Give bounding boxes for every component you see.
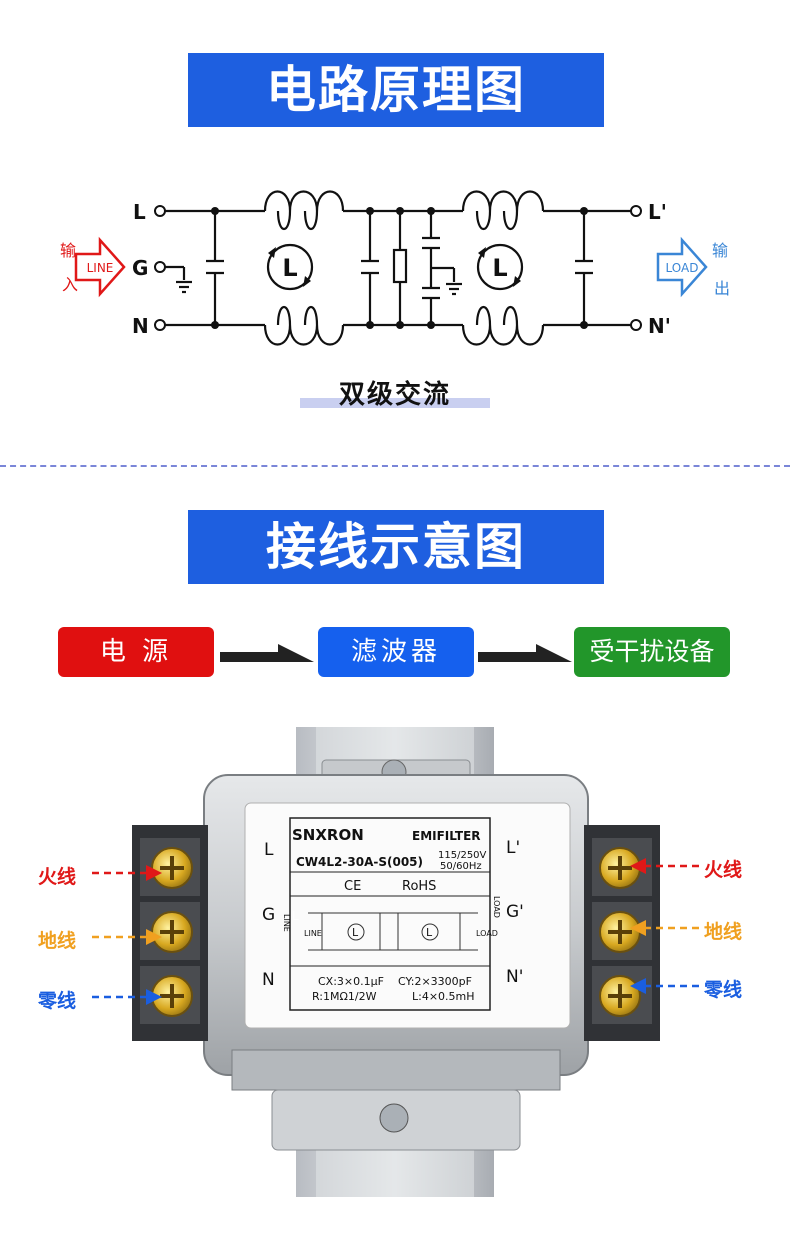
label-mini-inductor-1: L bbox=[292, 909, 299, 923]
label-rating-voltage: 115/250V bbox=[438, 850, 487, 861]
circuit-diagram-title: 电路原理图 bbox=[188, 53, 604, 127]
output-label-top: 输 bbox=[712, 241, 728, 260]
label-terminal-n: N bbox=[262, 970, 275, 990]
schematic-terminal-n-prime: N' bbox=[648, 314, 671, 338]
flow-power-source: 电 源 bbox=[58, 627, 214, 677]
label-cx: CX:3×0.1μF bbox=[318, 975, 384, 988]
circuit-subtitle: 双级交流 bbox=[338, 380, 451, 410]
flow-filter: 滤波器 bbox=[318, 627, 474, 677]
subtitle-underline bbox=[300, 398, 490, 408]
label-terminal-l: L bbox=[264, 840, 274, 860]
output-arrow-label: LOAD bbox=[666, 261, 699, 275]
schematic-terminal-l: L bbox=[133, 200, 146, 224]
wire-label-right-live: 火线 bbox=[704, 859, 743, 881]
label-inductor-symbol-1: L bbox=[352, 926, 359, 939]
label-terminal-l-prime: L' bbox=[506, 838, 520, 858]
label-product-type: EMIFILTER bbox=[412, 829, 481, 843]
label-line-letters: LINE bbox=[304, 929, 322, 938]
label-cy: CY:2×3300pF bbox=[398, 975, 472, 988]
wiring-diagram-title: 接线示意图 bbox=[188, 510, 604, 584]
label-brand: SNXRON bbox=[292, 826, 364, 844]
wire-label-right-neutral: 零线 bbox=[704, 979, 743, 1001]
section-divider bbox=[0, 465, 790, 467]
label-ce-mark: CE bbox=[344, 879, 361, 894]
flow-arrow-2-icon bbox=[478, 644, 572, 662]
label-model: CW4L2-30A-S(005) bbox=[296, 855, 423, 869]
label-terminal-n-prime: N' bbox=[506, 967, 523, 987]
label-terminal-g-prime: G' bbox=[506, 902, 524, 922]
input-label-top: 输 bbox=[60, 241, 76, 260]
schematic-terminal-n: N bbox=[132, 314, 149, 338]
input-label-bottom: 入 bbox=[62, 275, 78, 294]
label-rohs: RoHS bbox=[402, 879, 436, 894]
schematic-terminal-g: G bbox=[132, 256, 148, 280]
inductor-label-2: L bbox=[492, 254, 507, 282]
label-terminal-g: G bbox=[262, 905, 275, 925]
wire-label-right-ground: 地线 bbox=[704, 921, 743, 943]
label-inductor-symbol-2: L bbox=[426, 926, 433, 939]
wire-label-left-ground: 地线 bbox=[38, 930, 77, 952]
circuit-schematic: L G N L' N' L L 输 入 输 出 LINE LOAD bbox=[60, 190, 730, 346]
schematic-terminal-l-prime: L' bbox=[648, 200, 667, 224]
label-line-text: LINE bbox=[282, 914, 291, 932]
wire-label-left-live: 火线 bbox=[38, 866, 77, 888]
label-rating-frequency: 50/60Hz bbox=[440, 861, 482, 872]
emi-filter-product-image: SNXRON EMIFILTER CW4L2-30A-S(005) 115/25… bbox=[92, 727, 700, 1197]
flow-disturbed-device: 受干扰设备 bbox=[574, 627, 730, 677]
label-r: R:1MΩ1/2W bbox=[312, 990, 377, 1003]
label-load-text: LOAD bbox=[492, 896, 501, 918]
output-label-bottom: 出 bbox=[714, 279, 730, 298]
flow-arrow-1-icon bbox=[220, 644, 314, 662]
label-load-letters: LOAD bbox=[476, 929, 498, 938]
inductor-label-1: L bbox=[282, 254, 297, 282]
wire-label-left-neutral: 零线 bbox=[38, 990, 77, 1012]
input-arrow-label: LINE bbox=[87, 261, 114, 275]
label-l: L:4×0.5mH bbox=[412, 990, 475, 1003]
